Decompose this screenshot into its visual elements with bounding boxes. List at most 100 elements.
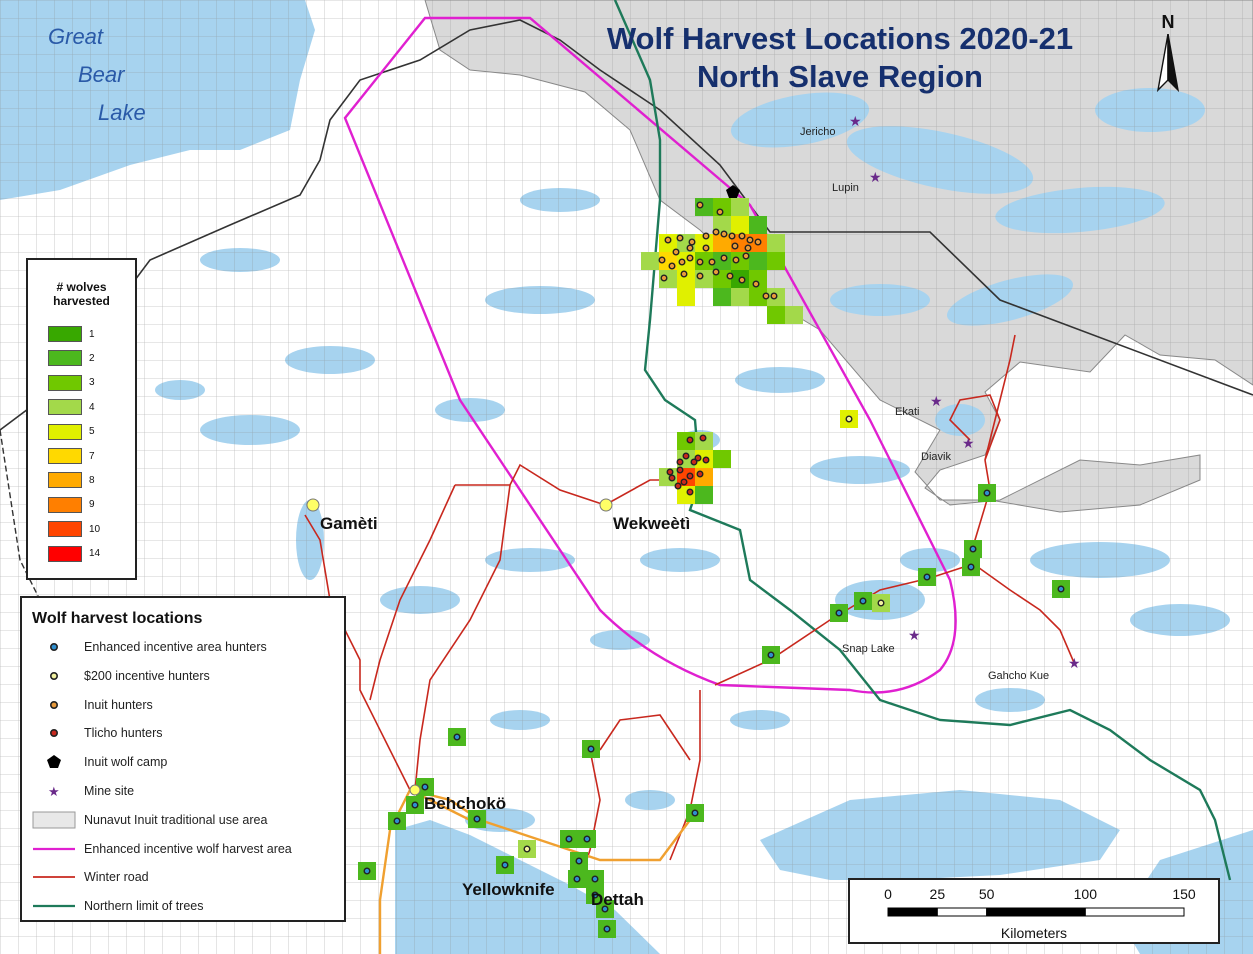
harvest-dot[interactable] bbox=[676, 458, 684, 466]
harvest-cell[interactable] bbox=[749, 216, 767, 234]
harvest-dot[interactable] bbox=[696, 470, 704, 478]
harvest-cell[interactable] bbox=[749, 288, 767, 306]
harvest-dot[interactable] bbox=[752, 280, 760, 288]
harvest-cell[interactable] bbox=[677, 432, 695, 450]
harvest-cell[interactable] bbox=[767, 306, 785, 324]
harvest-dot[interactable] bbox=[696, 201, 704, 209]
harvest-dot[interactable] bbox=[676, 234, 684, 242]
harvest-dot[interactable] bbox=[680, 478, 688, 486]
harvest-dot[interactable] bbox=[708, 258, 716, 266]
harvest-dot[interactable] bbox=[696, 258, 704, 266]
harvest-dot[interactable] bbox=[682, 452, 690, 460]
harvest-dot[interactable] bbox=[664, 236, 672, 244]
harvest-dot[interactable] bbox=[716, 208, 724, 216]
harvest-dot[interactable] bbox=[591, 875, 599, 883]
harvest-dot[interactable] bbox=[1057, 585, 1065, 593]
harvest-dot[interactable] bbox=[690, 458, 698, 466]
harvest-dot[interactable] bbox=[720, 230, 728, 238]
harvest-dot[interactable] bbox=[686, 472, 694, 480]
harvest-dot[interactable] bbox=[720, 254, 728, 262]
mine-star-ekati[interactable]: ★ bbox=[930, 394, 943, 410]
harvest-dot[interactable] bbox=[575, 857, 583, 865]
harvest-dot[interactable] bbox=[672, 248, 680, 256]
harvest-dot[interactable] bbox=[591, 891, 599, 899]
harvest-dot[interactable] bbox=[702, 232, 710, 240]
harvest-dot[interactable] bbox=[453, 733, 461, 741]
harvest-dot[interactable] bbox=[731, 242, 739, 250]
harvest-dot[interactable] bbox=[702, 456, 710, 464]
harvest-dot[interactable] bbox=[666, 468, 674, 476]
harvest-dot[interactable] bbox=[523, 845, 531, 853]
harvest-dot[interactable] bbox=[969, 545, 977, 553]
harvest-cell[interactable] bbox=[713, 450, 731, 468]
harvest-dot[interactable] bbox=[742, 252, 750, 260]
town-marker-gameti[interactable] bbox=[306, 498, 320, 512]
harvest-dot[interactable] bbox=[363, 867, 371, 875]
harvest-dot[interactable] bbox=[688, 238, 696, 246]
harvest-cell[interactable] bbox=[659, 270, 677, 288]
harvest-dot[interactable] bbox=[587, 745, 595, 753]
harvest-dot[interactable] bbox=[983, 489, 991, 497]
harvest-dot[interactable] bbox=[845, 415, 853, 423]
harvest-dot[interactable] bbox=[686, 488, 694, 496]
harvest-dot[interactable] bbox=[770, 292, 778, 300]
harvest-dot[interactable] bbox=[744, 244, 752, 252]
harvest-dot[interactable] bbox=[678, 258, 686, 266]
harvest-dot[interactable] bbox=[859, 597, 867, 605]
harvest-dot[interactable] bbox=[746, 236, 754, 244]
harvest-dot[interactable] bbox=[501, 861, 509, 869]
harvest-dot[interactable] bbox=[699, 434, 707, 442]
harvest-dot[interactable] bbox=[696, 272, 704, 280]
harvest-dot[interactable] bbox=[694, 454, 702, 462]
harvest-dot[interactable] bbox=[674, 482, 682, 490]
harvest-dot[interactable] bbox=[732, 256, 740, 264]
harvest-dot[interactable] bbox=[738, 232, 746, 240]
town-marker-wekweeti[interactable] bbox=[599, 498, 613, 512]
harvest-dot[interactable] bbox=[835, 609, 843, 617]
harvest-dot[interactable] bbox=[583, 835, 591, 843]
town-marker-behchoko[interactable] bbox=[409, 784, 421, 796]
harvest-dot[interactable] bbox=[668, 262, 676, 270]
harvest-dot[interactable] bbox=[728, 232, 736, 240]
harvest-dot[interactable] bbox=[877, 599, 885, 607]
mine-star-jericho[interactable]: ★ bbox=[849, 114, 862, 130]
harvest-dot[interactable] bbox=[686, 244, 694, 252]
harvest-cell[interactable] bbox=[695, 252, 713, 270]
harvest-dot[interactable] bbox=[923, 573, 931, 581]
harvest-dot[interactable] bbox=[967, 563, 975, 571]
harvest-dot[interactable] bbox=[686, 436, 694, 444]
harvest-cell[interactable] bbox=[695, 486, 713, 504]
harvest-cell[interactable] bbox=[731, 198, 749, 216]
harvest-cell[interactable] bbox=[785, 306, 803, 324]
harvest-dot[interactable] bbox=[702, 244, 710, 252]
mine-star-snap-lake[interactable]: ★ bbox=[908, 628, 921, 644]
harvest-cell[interactable] bbox=[641, 252, 659, 270]
harvest-dot[interactable] bbox=[473, 815, 481, 823]
harvest-dot[interactable] bbox=[573, 875, 581, 883]
harvest-dot[interactable] bbox=[762, 292, 770, 300]
harvest-dot[interactable] bbox=[676, 466, 684, 474]
harvest-cell[interactable] bbox=[731, 216, 749, 234]
harvest-dot[interactable] bbox=[726, 272, 734, 280]
mine-star-gahcho-kue[interactable]: ★ bbox=[1068, 656, 1081, 672]
mine-star-diavik[interactable]: ★ bbox=[962, 436, 975, 452]
mine-star-lupin[interactable]: ★ bbox=[869, 170, 882, 186]
harvest-dot[interactable] bbox=[393, 817, 401, 825]
harvest-dot[interactable] bbox=[712, 228, 720, 236]
harvest-cell[interactable] bbox=[695, 468, 713, 486]
inuit-wolf-camp-marker[interactable] bbox=[726, 185, 740, 198]
harvest-cell[interactable] bbox=[731, 288, 749, 306]
harvest-dot[interactable] bbox=[738, 276, 746, 284]
harvest-cell[interactable] bbox=[767, 234, 785, 252]
harvest-dot[interactable] bbox=[601, 905, 609, 913]
harvest-dot[interactable] bbox=[421, 783, 429, 791]
harvest-dot[interactable] bbox=[712, 268, 720, 276]
harvest-dot[interactable] bbox=[686, 254, 694, 262]
harvest-dot[interactable] bbox=[767, 651, 775, 659]
harvest-cell[interactable] bbox=[713, 252, 731, 270]
harvest-dot[interactable] bbox=[680, 270, 688, 278]
harvest-dot[interactable] bbox=[691, 809, 699, 817]
harvest-cell[interactable] bbox=[713, 288, 731, 306]
